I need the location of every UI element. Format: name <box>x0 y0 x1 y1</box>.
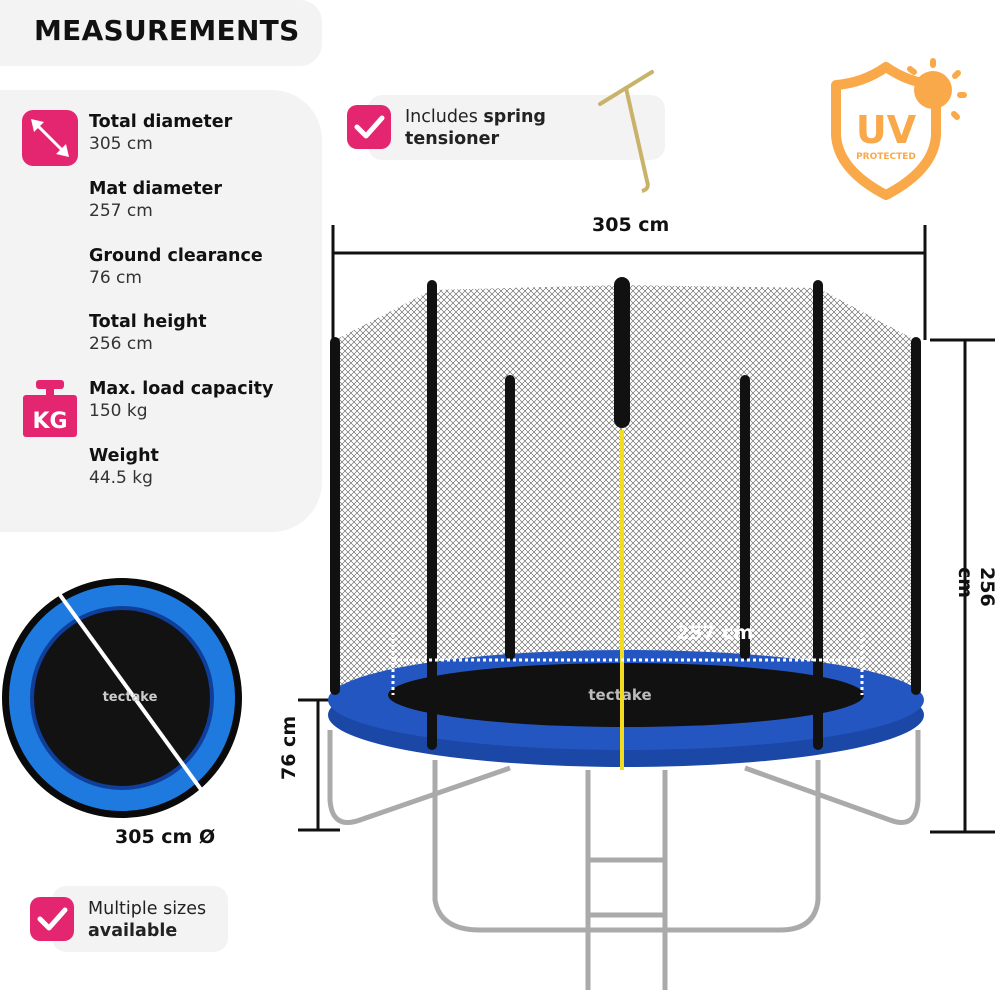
svg-text:UV: UV <box>856 108 917 152</box>
spec-label: Total height <box>89 312 207 332</box>
spec-value: 44.5 kg <box>89 468 153 488</box>
mat-diameter-label: 305 cm Ø <box>115 826 216 848</box>
spec-label: Weight <box>89 446 159 466</box>
svg-text:tectake: tectake <box>103 690 158 705</box>
clearance-dimension-label: 76 cm <box>278 715 300 780</box>
spec-label: Ground clearance <box>89 246 263 266</box>
svg-text:PROTECTED: PROTECTED <box>856 152 916 162</box>
spec-value: 305 cm <box>89 134 153 154</box>
spec-value: 256 cm <box>89 334 153 354</box>
measurements-header: MEASUREMENTS <box>0 0 322 66</box>
spec-value: 150 kg <box>89 401 148 421</box>
kg-weight-icon: KG <box>23 380 77 437</box>
spec-label: Total diameter <box>89 112 233 132</box>
spec-value: 76 cm <box>89 268 142 288</box>
mat-top-view: tectake <box>2 578 242 818</box>
uv-protected-badge: UV PROTECTED <box>831 58 967 200</box>
svg-text:KG: KG <box>32 409 67 434</box>
check-icon <box>347 105 391 149</box>
spec-value: 257 cm <box>89 201 153 221</box>
feature-multiple-sizes <box>52 886 228 952</box>
feature-spring-tensioner <box>368 95 665 160</box>
dimension-lines <box>298 225 995 834</box>
page-title: MEASUREMENTS <box>34 14 300 47</box>
width-dimension-label: 305 cm <box>592 214 670 236</box>
spring-tensioner-icon <box>598 70 654 193</box>
diagonal-arrow-icon <box>22 110 78 166</box>
mat-dimension-label: 257 cm <box>676 622 754 644</box>
height-dimension-label: 256 cm <box>954 567 998 607</box>
spec-label: Max. load capacity <box>89 379 274 399</box>
spec-label: Mat diameter <box>89 179 222 199</box>
check-icon <box>30 897 74 941</box>
